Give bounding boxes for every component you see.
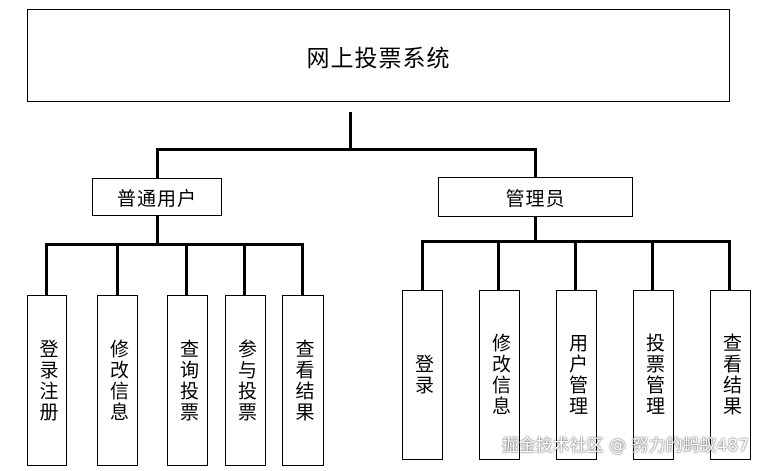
root-node-label: 网上投票系统 — [306, 45, 451, 72]
connector-user-leaf-4 — [243, 243, 246, 296]
leaf-node-user-4: 参与投票 — [225, 295, 266, 466]
connector-user-leaf-5 — [301, 243, 304, 296]
connector-to-user-group — [156, 148, 159, 180]
connector-admin-leaf-3 — [574, 240, 577, 292]
leaf-node-user-3: 查询投票 — [167, 295, 208, 466]
group-node-user: 普通用户 — [92, 178, 222, 216]
leaf-label: 用户管理 — [566, 333, 588, 417]
group-node-admin-label: 管理员 — [505, 187, 566, 210]
connector-user-down — [156, 215, 159, 245]
connector-admin-leaf-5 — [728, 240, 731, 292]
leaf-label: 参与投票 — [235, 338, 257, 423]
leaf-label: 查看结果 — [720, 333, 742, 417]
leaf-label: 修改信息 — [489, 333, 511, 417]
leaf-node-user-1: 登录注册 — [27, 295, 67, 466]
connector-admin-down — [534, 216, 537, 242]
watermark-text: 掘金技术社区 @ 努力的蚂蚁487 — [501, 436, 749, 456]
leaf-label: 登录 — [412, 354, 434, 396]
leaf-node-user-5: 查看结果 — [282, 295, 324, 466]
root-node: 网上投票系统 — [27, 9, 730, 102]
connector-to-admin-group — [534, 148, 537, 179]
connector-admin-leaf-1 — [421, 240, 424, 292]
leaf-label: 投票管理 — [643, 333, 665, 417]
connector-user-leaf-2 — [116, 243, 119, 296]
connector-user-bar — [45, 243, 304, 246]
leaf-node-admin-2: 修改信息 — [479, 290, 520, 460]
leaf-label: 查看结果 — [292, 338, 315, 423]
connector-user-leaf-3 — [185, 243, 188, 296]
leaf-node-admin-4: 投票管理 — [633, 290, 674, 460]
connector-root-down — [349, 112, 352, 150]
leaf-node-user-2: 修改信息 — [97, 295, 138, 466]
group-node-admin: 管理员 — [438, 177, 633, 217]
connector-user-leaf-1 — [45, 243, 48, 296]
connector-admin-leaf-4 — [651, 240, 654, 292]
connector-root-bar — [156, 148, 537, 151]
leaf-label: 查询投票 — [177, 338, 199, 423]
connector-admin-leaf-2 — [497, 240, 500, 292]
leaf-node-admin-5: 查看结果 — [710, 290, 751, 460]
leaf-label: 修改信息 — [107, 338, 129, 423]
group-node-user-label: 普通用户 — [116, 187, 197, 210]
leaf-label: 登录注册 — [36, 338, 59, 423]
leaf-node-admin-3: 用户管理 — [556, 290, 597, 460]
leaf-node-admin-1: 登录 — [402, 290, 443, 460]
